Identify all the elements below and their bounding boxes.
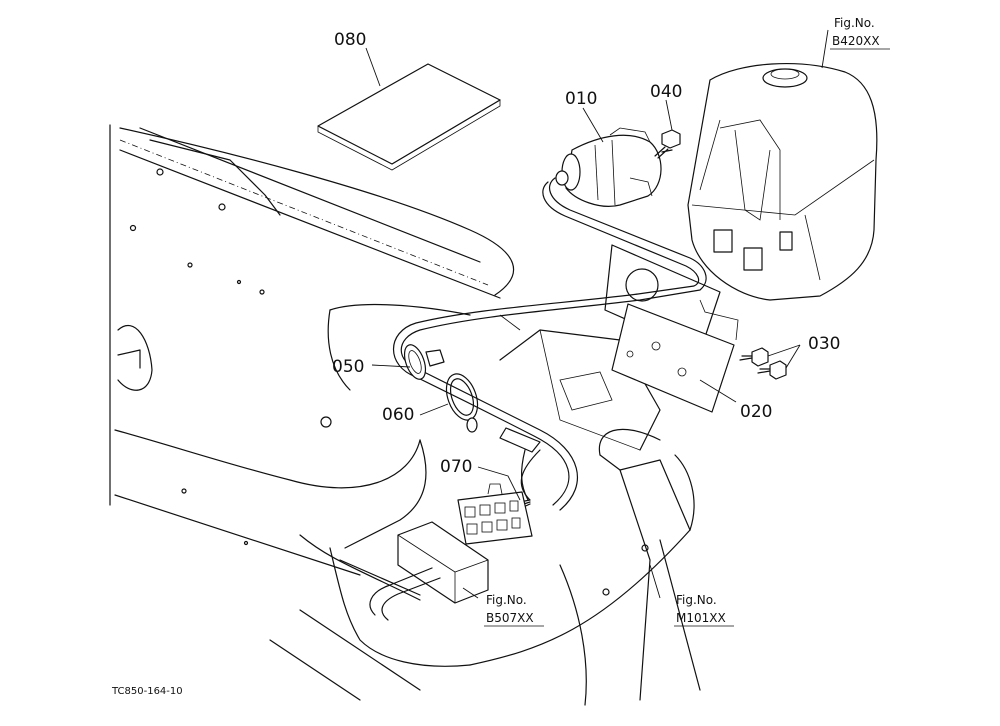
ref-b420-code: B420XX: [832, 34, 880, 48]
reservoir-tank: [687, 62, 878, 301]
ref-b507-code: B507XX: [486, 611, 534, 625]
part-020-bracket: [604, 244, 739, 413]
part-010-actuator: [555, 127, 662, 207]
label-010: 010: [565, 89, 597, 109]
part-070-harness: [457, 427, 541, 545]
figure-reference-b507: Fig.No. B507XX: [484, 593, 544, 627]
leader-lines: [365, 29, 829, 599]
part-030-bolts: [739, 347, 787, 380]
label-070: 070: [440, 457, 472, 477]
label-020: 020: [740, 402, 772, 422]
label-050: 050: [332, 357, 364, 377]
figure-reference-b420: Fig.No. B420XX: [830, 16, 890, 50]
part-080-booklet: [317, 63, 501, 171]
connector-block: [369, 521, 489, 621]
label-030: 030: [808, 334, 840, 354]
ref-m101-prefix: Fig.No.: [676, 593, 717, 607]
part-050-grommet: [403, 344, 445, 380]
ref-b420-prefix: Fig.No.: [834, 16, 875, 30]
part-labels: 080 010 040 030 020 050 060 070: [332, 30, 840, 477]
ref-b507-prefix: Fig.No.: [486, 593, 527, 607]
figure-code: TC850-164-10: [111, 686, 183, 697]
figure-reference-m101: Fig.No. M101XX: [674, 593, 734, 627]
fender-deck-outline: [109, 124, 701, 706]
ref-m101-code: M101XX: [676, 611, 726, 625]
part-060-ring: [445, 373, 479, 433]
label-060: 060: [382, 405, 414, 425]
label-080: 080: [334, 30, 366, 50]
label-040: 040: [650, 82, 682, 102]
